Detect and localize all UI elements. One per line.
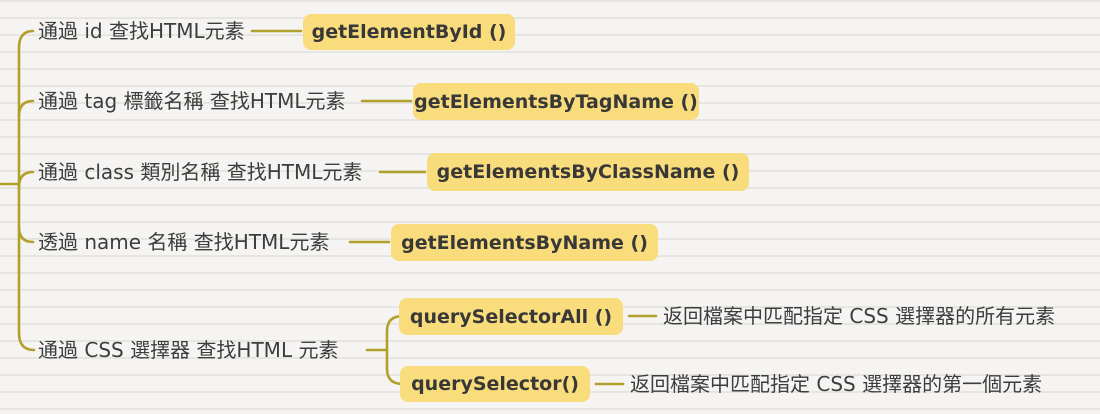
branch-label-id[interactable]: 通過 id 查找HTML元素 <box>38 19 245 43</box>
branch-label-tag[interactable]: 通過 tag 標籤名稱 查找HTML元素 <box>38 89 346 113</box>
branch3-arc <box>17 170 35 189</box>
spine-connector <box>17 29 36 352</box>
method-node-getelementsbyname[interactable]: getElementsByName () <box>391 224 658 261</box>
method-node-getelementsbytagname[interactable]: getElementsByTagName () <box>413 83 699 120</box>
method-node-queryselectorall[interactable]: querySelectorAll () <box>399 298 623 335</box>
method-node-getelementbyid[interactable]: getElementById () <box>303 14 515 50</box>
branch-label-name[interactable]: 透過 name 名稱 查找HTML元素 <box>38 230 330 254</box>
method-node-getelementsbyclassname[interactable]: getElementsByClassName () <box>427 153 749 191</box>
branch-label-class[interactable]: 通過 class 類別名稱 查找HTML元素 <box>38 160 363 184</box>
method-node-queryselector[interactable]: querySelector() <box>400 366 590 402</box>
description-queryselector: 返回檔案中匹配指定 CSS 選擇器的第一個元素 <box>630 372 1043 396</box>
branch-label-css-selector[interactable]: 通過 CSS 選擇器 查找HTML 元素 <box>38 338 339 362</box>
branch4-arc <box>17 225 35 244</box>
branch2-arc <box>17 99 35 118</box>
description-queryselectorall: 返回檔案中匹配指定 CSS 選擇器的所有元素 <box>663 304 1056 328</box>
